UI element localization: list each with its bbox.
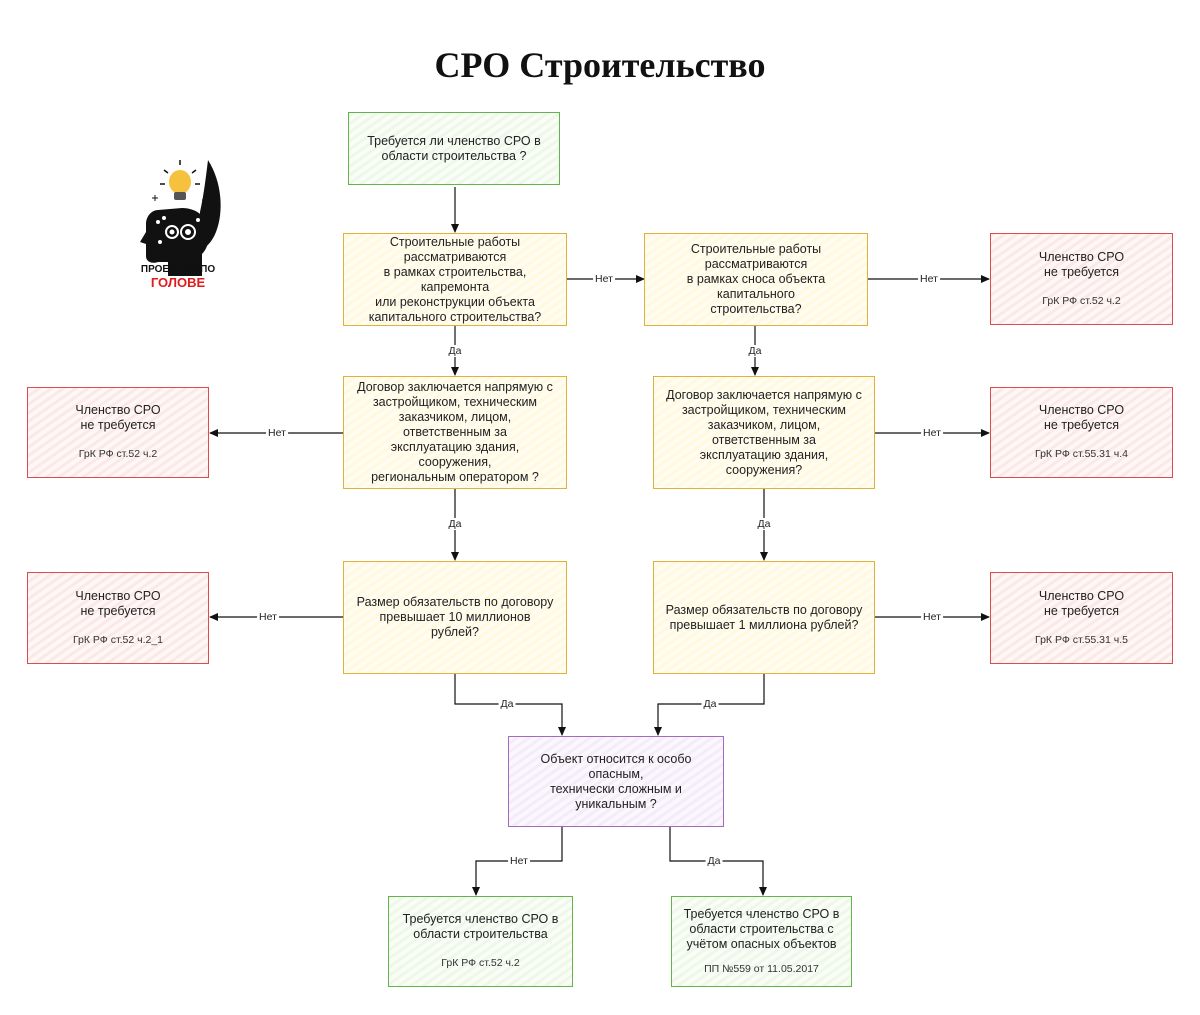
node-result-not-required-right1: Членство СРО не требуется ГрК РФ ст.55.3…: [990, 387, 1173, 478]
edge-label-contract-l-no: Нет: [266, 427, 288, 439]
node-text: Требуется членство СРО в области строите…: [402, 912, 559, 941]
edge-label-size-r-yes: Да: [701, 698, 719, 710]
node-text: Требуется членство СРО в области строите…: [683, 906, 840, 951]
node-result-not-required-right2: Членство СРО не требуется ГрК РФ ст.55.3…: [990, 572, 1173, 664]
node-size-question-right: Размер обязательств по договору превышае…: [653, 561, 875, 674]
logo-text-line2: ГОЛОВЕ: [150, 275, 206, 290]
edge-label-size-l-no: Нет: [257, 611, 279, 623]
node-reference: ГрК РФ ст.52 ч.2: [1042, 294, 1121, 307]
edge-label-danger-no: Нет: [508, 855, 530, 867]
node-works-question: Строительные работы рассматриваются в ра…: [343, 233, 567, 326]
node-text: Договор заключается напрямую с застройщи…: [357, 380, 553, 484]
node-contract-question-right: Договор заключается напрямую с застройщи…: [653, 376, 875, 489]
node-text: Строительные работы рассматриваются в ра…: [368, 234, 542, 324]
page-title: СРО Строительство: [434, 45, 766, 85]
node-text: Требуется ли членство СРО в области стро…: [367, 133, 541, 163]
node-reference: ПП №559 от 11.05.2017: [704, 962, 819, 975]
edge-label-size-r-no: Нет: [921, 611, 943, 623]
edge-label-contract-r-yes: Да: [755, 518, 773, 530]
node-reference: ГрК РФ ст.52 ч.2: [78, 448, 158, 460]
node-text: Размер обязательств по договору превышае…: [665, 602, 863, 632]
node-text: Размер обязательств по договору превышае…: [356, 595, 554, 639]
edge-label-contract-l-yes: Да: [446, 518, 464, 530]
edge-label-demol-no: Нет: [918, 273, 940, 285]
node-reference: ГрК РФ ст.52 ч.2: [441, 957, 520, 969]
node-text: Членство СРО не требуется: [75, 588, 161, 618]
node-text: Договор заключается напрямую с застройщи…: [666, 387, 862, 477]
node-text: Членство СРО не требуется: [1038, 249, 1125, 279]
node-result-not-required-top: Членство СРО не требуется ГрК РФ ст.52 ч…: [990, 233, 1173, 325]
node-dangerous-object-question: Объект относится к особо опасным, технич…: [508, 736, 724, 827]
node-size-question-left: Размер обязательств по договору превышае…: [343, 561, 567, 674]
node-text: Строительные работы рассматриваются в ра…: [686, 242, 826, 316]
node-text: Членство СРО не требуется: [1038, 588, 1125, 618]
node-demolition-question: Строительные работы рассматриваются в ра…: [644, 233, 868, 326]
node-result-not-required-left1: Членство СРО не требуется ГрК РФ ст.52 ч…: [27, 387, 209, 478]
node-result-not-required-left2: Членство СРО не требуется ГрК РФ ст.52 ч…: [27, 572, 209, 664]
head-lightbulb-logo-icon: [140, 160, 221, 276]
logo-text-line1: ПРОЕКТОМ ПО: [140, 264, 216, 275]
edge-label-size-l-yes: Да: [498, 698, 516, 710]
node-contract-question-left: Договор заключается напрямую с застройщи…: [343, 376, 567, 489]
node-start-question: Требуется ли членство СРО в области стро…: [348, 112, 560, 185]
edge-label-demol-yes: Да: [746, 345, 764, 357]
edge-label-works-no: Нет: [593, 273, 615, 285]
node-reference: ГрК РФ ст.55.31 ч.5: [1035, 633, 1128, 646]
node-text: Членство СРО не требуется: [1038, 403, 1125, 432]
node-reference: ГрК РФ ст.52 ч.2_1: [72, 633, 164, 646]
node-reference: ГрК РФ ст.55.31 ч.4: [1035, 448, 1128, 460]
node-text: Членство СРО не требуется: [75, 403, 161, 432]
node-result-required-dangerous: Требуется членство СРО в области строите…: [671, 896, 852, 987]
node-text: Объект относится к особо опасным, технич…: [540, 751, 692, 811]
edge-label-danger-yes: Да: [705, 855, 723, 867]
node-result-required: Требуется членство СРО в области строите…: [388, 896, 573, 987]
edge-label-contract-r-no: Нет: [921, 427, 943, 439]
edge-label-works-yes: Да: [446, 345, 464, 357]
